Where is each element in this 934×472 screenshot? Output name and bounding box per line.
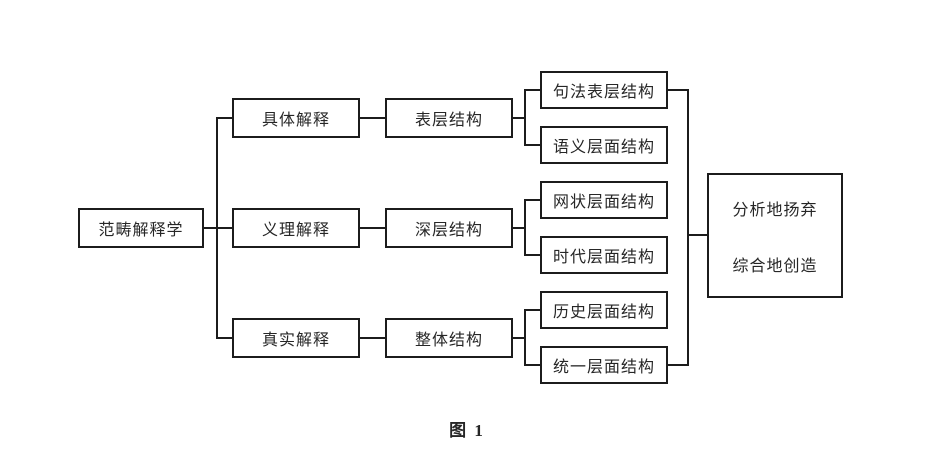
node-level3-row2: 整体结构 xyxy=(385,318,513,358)
connector-root-row1 xyxy=(204,227,232,229)
connector-l3-bracket-row1 xyxy=(513,227,526,229)
node-leaf-row2-b: 统一层面结构 xyxy=(540,346,668,384)
node-leaf-row2-a: 历史层面结构 xyxy=(540,291,668,329)
node-leaf-row0-a: 句法表层结构 xyxy=(540,71,668,109)
node-result: 分析地扬弃 综合地创造 xyxy=(707,173,843,298)
node-level3-row0: 表层结构 xyxy=(385,98,513,138)
connector-l2-l3-row0 xyxy=(360,117,385,119)
connector-root-vertical xyxy=(216,117,218,339)
connector-leaf-row1-b xyxy=(524,254,540,256)
connector-leaf-row1-a xyxy=(524,199,540,201)
node-level2-row1: 义理解释 xyxy=(232,208,360,248)
connector-bracket-vertical-row2 xyxy=(524,309,526,366)
connector-to-result xyxy=(687,234,707,236)
connector-leaf-row2-b xyxy=(524,364,540,366)
connector-bracket-vertical-row0 xyxy=(524,89,526,146)
connector-l3-bracket-row0 xyxy=(513,117,526,119)
node-level2-row0: 具体解释 xyxy=(232,98,360,138)
connector-l3-bracket-row2 xyxy=(513,337,526,339)
connector-root-row2 xyxy=(216,337,232,339)
connector-collect-top xyxy=(668,89,689,91)
node-level3-row1: 深层结构 xyxy=(385,208,513,248)
node-leaf-row1-b: 时代层面结构 xyxy=(540,236,668,274)
connector-leaf-row2-a xyxy=(524,309,540,311)
result-line-1: 分析地扬弃 xyxy=(732,201,818,219)
connector-bracket-vertical-row1 xyxy=(524,199,526,256)
node-leaf-row0-b: 语义层面结构 xyxy=(540,126,668,164)
connector-collect-vertical xyxy=(687,89,689,366)
result-line-2: 综合地创造 xyxy=(732,257,818,275)
connector-root-row0 xyxy=(216,117,232,119)
connector-leaf-row0-a xyxy=(524,89,540,91)
connector-l2-l3-row1 xyxy=(360,227,385,229)
figure-caption: 图 1 xyxy=(449,421,485,440)
node-leaf-row1-a: 网状层面结构 xyxy=(540,181,668,219)
connector-leaf-row0-b xyxy=(524,144,540,146)
node-level2-row2: 真实解释 xyxy=(232,318,360,358)
connector-collect-bottom xyxy=(668,364,689,366)
node-root: 范畴解释学 xyxy=(78,208,204,248)
connector-l2-l3-row2 xyxy=(360,337,385,339)
